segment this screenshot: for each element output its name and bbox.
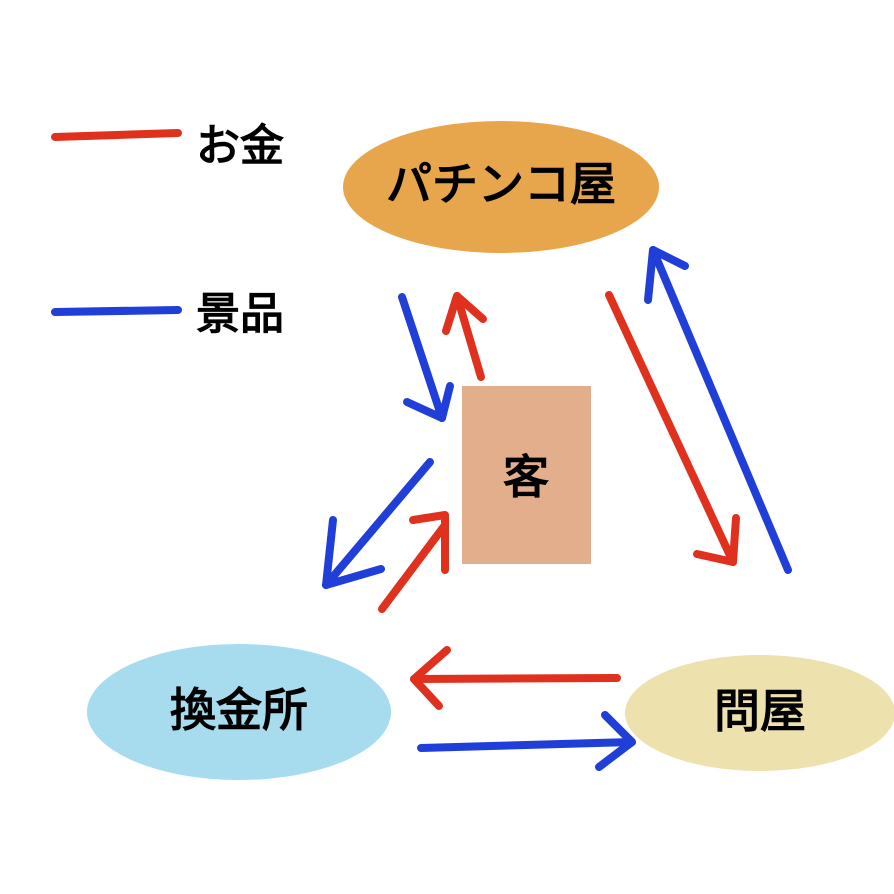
legend: お金 景品 bbox=[51, 121, 285, 340]
legend-goods-line bbox=[51, 306, 182, 316]
arrow-goods-customer-to-exchange bbox=[322, 458, 434, 589]
legend-goods-label: 景品 bbox=[196, 289, 284, 340]
arrow-goods-wholesaler-to-pachinko bbox=[644, 246, 792, 574]
node-exchange: 換金所 bbox=[87, 644, 391, 780]
customer-label: 客 bbox=[503, 450, 549, 504]
arrow-goods-pachinko-to-customer bbox=[398, 293, 454, 422]
pachinko-shape bbox=[343, 121, 659, 253]
arrow-money-wholesaler-to-exchange bbox=[410, 646, 621, 710]
node-pachinko: パチンコ屋 bbox=[343, 121, 659, 253]
node-wholesaler: 問屋 bbox=[625, 655, 894, 771]
pachinko-label: パチンコ屋 bbox=[386, 157, 616, 211]
arrow-money-pachinko-to-wholesaler bbox=[605, 291, 740, 566]
customer-shape bbox=[462, 386, 591, 564]
wholesaler-shape bbox=[625, 655, 894, 771]
arrow-goods-exchange-to-wholesaler bbox=[417, 711, 636, 771]
wholesaler-label: 問屋 bbox=[714, 684, 806, 738]
legend-money-label: お金 bbox=[196, 121, 285, 172]
arrow-money-customer-to-pachinko bbox=[442, 292, 487, 381]
exchange-label: 換金所 bbox=[170, 683, 308, 737]
node-customer: 客 bbox=[462, 386, 591, 564]
arrow-money-exchange-to-customer bbox=[378, 511, 449, 613]
legend-money-line bbox=[51, 129, 182, 141]
exchange-shape bbox=[87, 644, 391, 780]
